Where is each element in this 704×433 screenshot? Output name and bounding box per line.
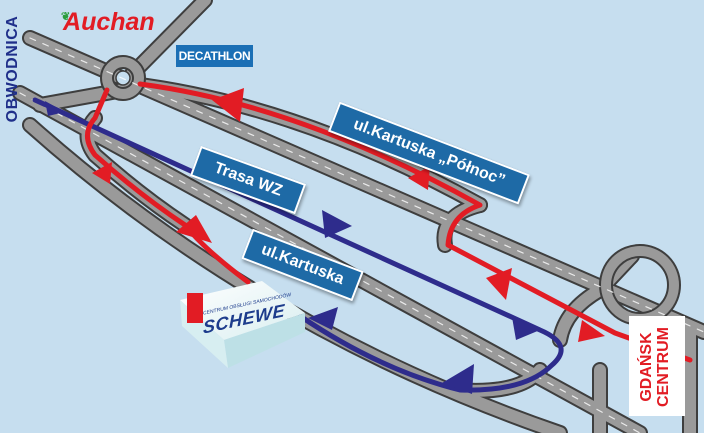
route-arrow xyxy=(45,101,65,116)
route-arrow xyxy=(176,215,212,243)
blue-route xyxy=(32,97,564,394)
route-arrow xyxy=(578,320,605,342)
route-arrow xyxy=(512,317,540,340)
route-arrow xyxy=(486,268,512,300)
road-network xyxy=(12,0,704,433)
schewe-building xyxy=(180,281,305,368)
route-arrow xyxy=(212,88,244,122)
red-route xyxy=(85,81,693,363)
auchan-logo: ❦Auchan xyxy=(61,8,155,36)
route-arrow xyxy=(92,162,112,184)
route-arrow xyxy=(442,364,474,394)
route-arrow xyxy=(408,166,430,190)
route-arrow xyxy=(322,210,352,238)
obwodnica-label: OBWODNICA xyxy=(4,15,21,123)
centrum-text: CENTRUM xyxy=(655,327,672,407)
route-arrow xyxy=(308,307,338,330)
auchan-bird-icon: ❦ xyxy=(61,11,71,23)
gdansk-centrum-label: GDAŃSK CENTRUM xyxy=(629,316,685,416)
decathlon-logo: DECATHLON xyxy=(176,45,253,67)
